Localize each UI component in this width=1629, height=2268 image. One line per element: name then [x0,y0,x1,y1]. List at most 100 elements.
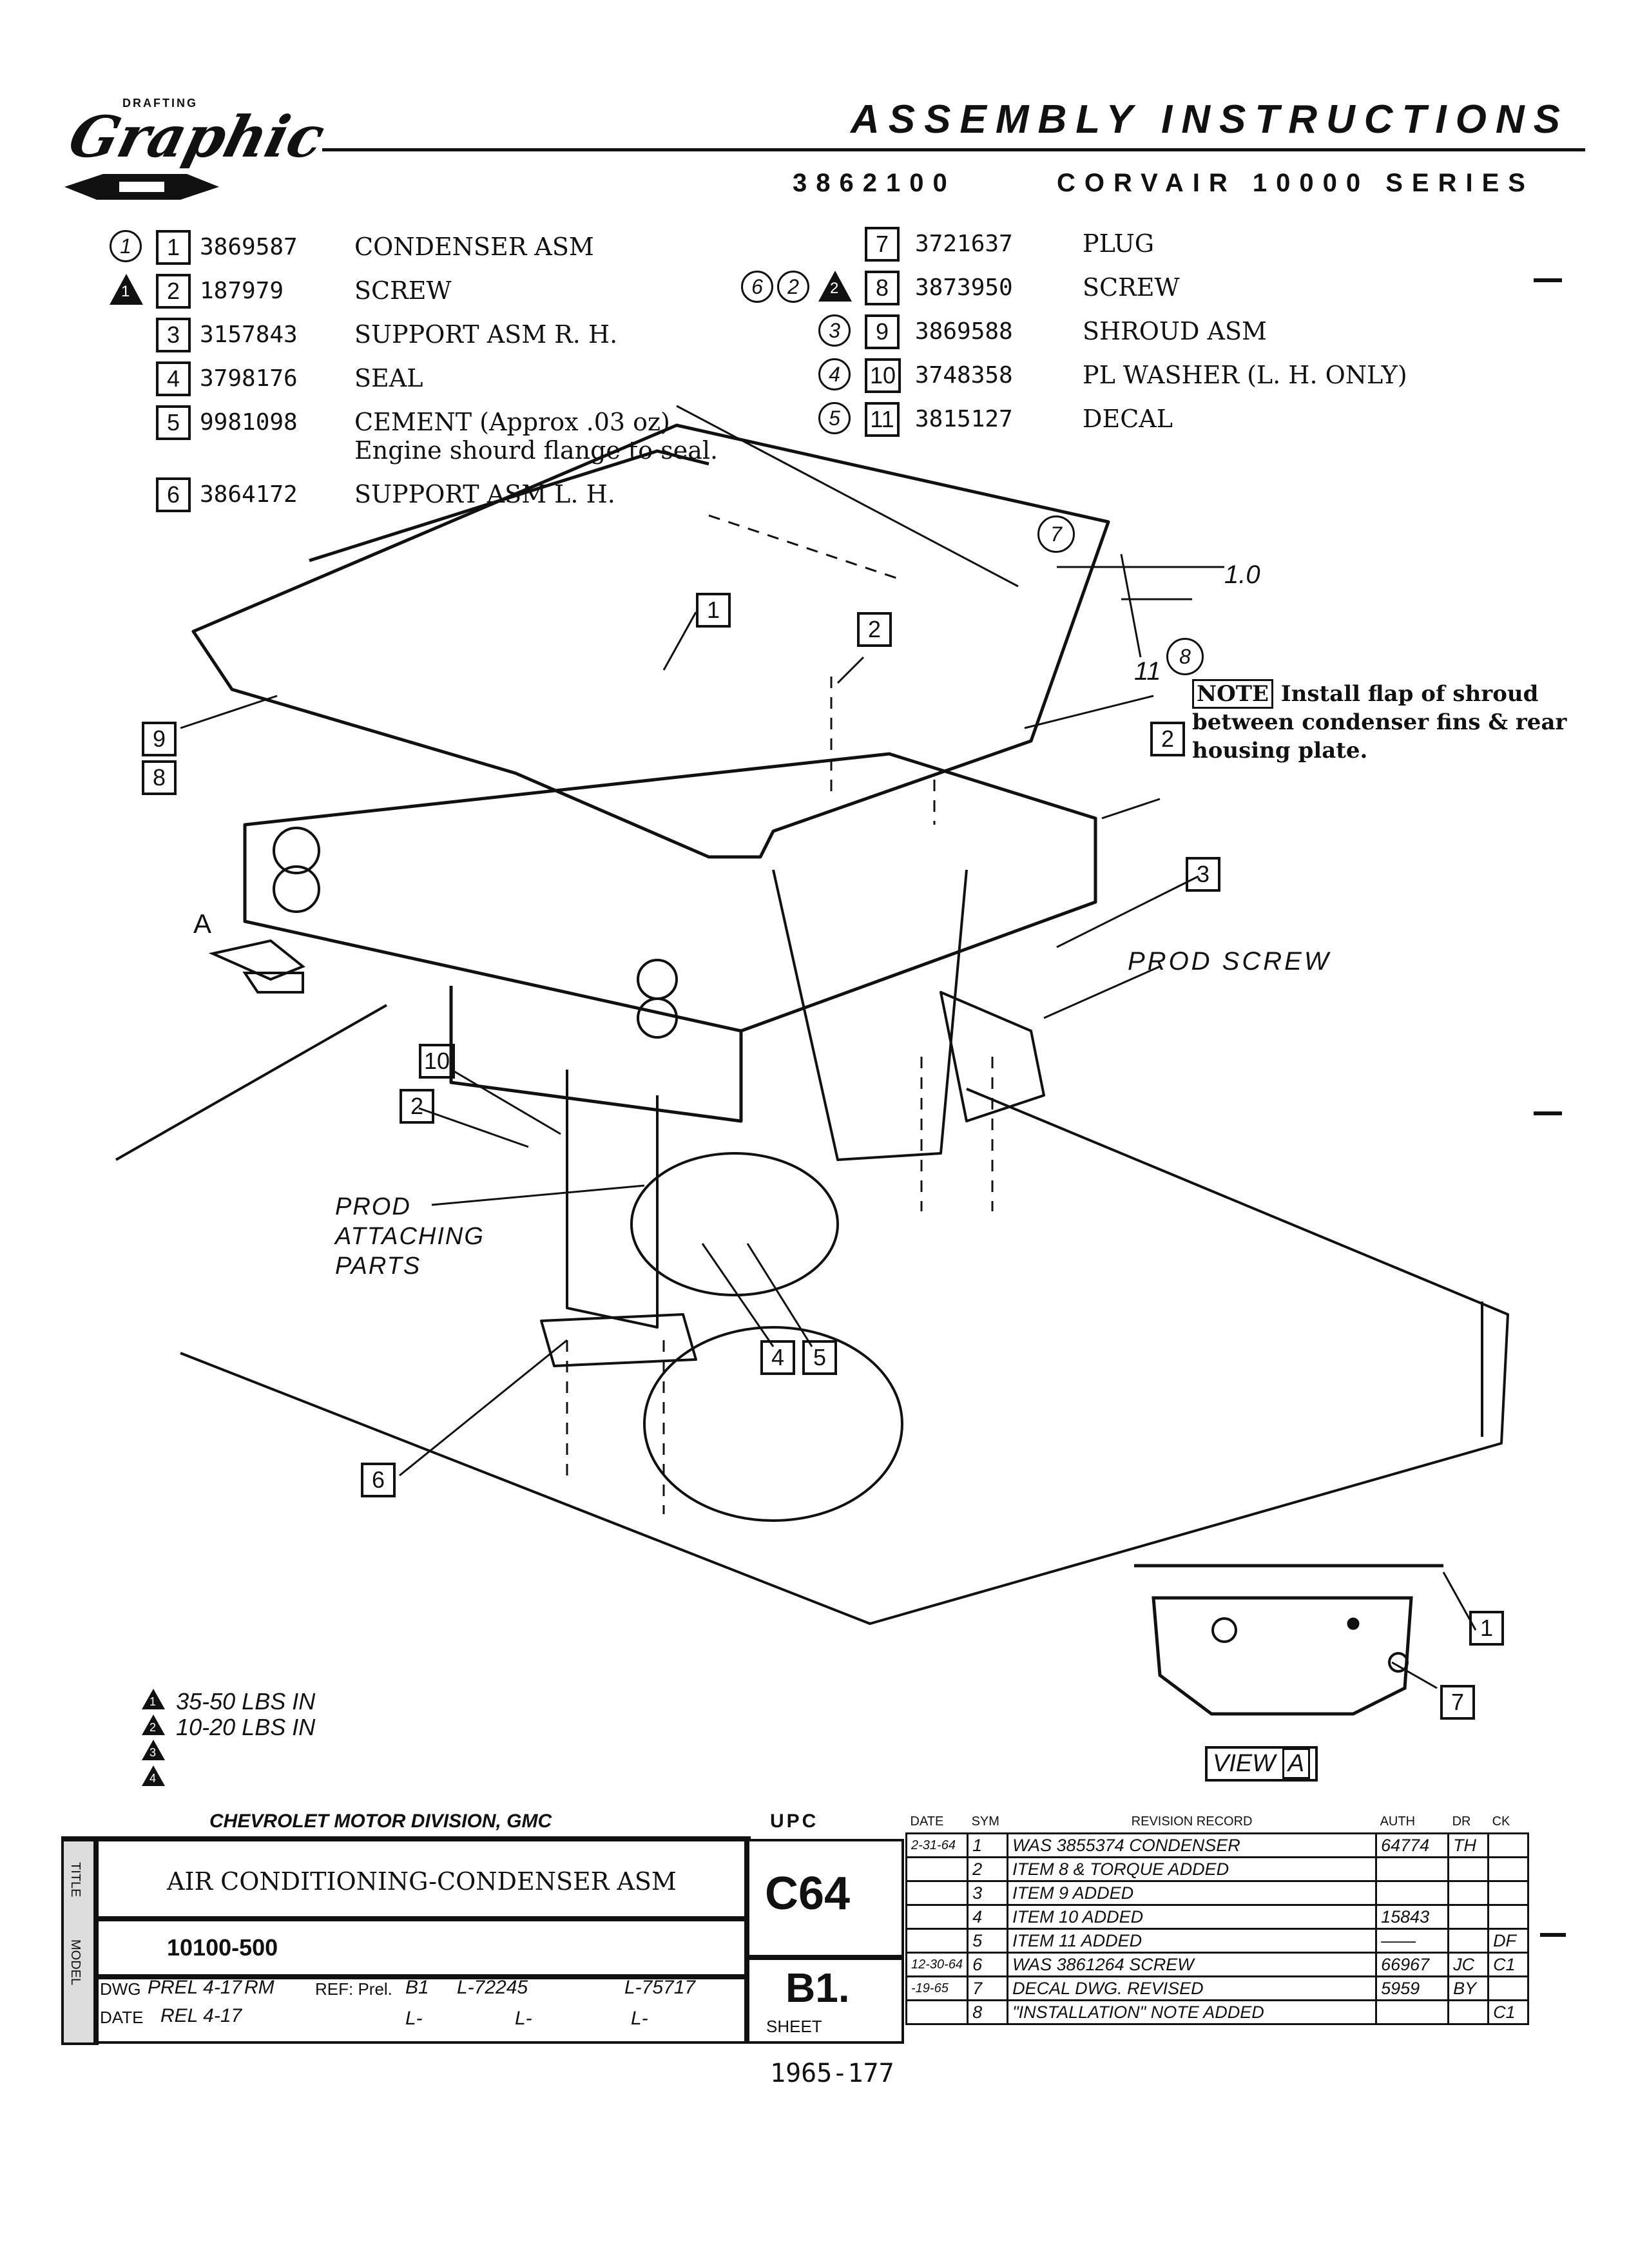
ref-l1: L-72245 [457,1977,528,1998]
torque-row: 4 [142,1765,315,1791]
part-number: 3873950 [915,274,1013,301]
part-number: 187979 [200,278,284,304]
rev-ck: DF [1487,1928,1530,1954]
callout-2: 2 [400,1089,434,1124]
rev-date [905,1856,969,1882]
title-side-label: TITLE [68,1862,82,1898]
callout-3: 3 [1186,857,1220,892]
part-number: 9981098 [200,409,298,436]
list-item: 4 10 3748358 PL WASHER (L. H. ONLY) [741,357,1579,396]
part-name: PL WASHER (L. H. ONLY) [1083,361,1407,389]
part-name: SUPPORT ASM R. H. [354,320,618,349]
torque-value: 10-20 LBS IN [176,1714,316,1740]
callout-9: 9 [142,722,177,756]
part-number: 3869587 [200,234,298,260]
view-a-arrow-label: A [193,908,212,939]
list-item: 4 3798176 SEAL [110,360,754,399]
torque-row: 1 35-50 LBS IN [142,1688,315,1715]
upc-code: C64 [765,1868,851,1919]
code-cell: B1. SHEET [744,1955,904,2044]
list-item: 5 9981098 CEMENT (Approx .03 oz) Engine … [110,404,754,468]
rev-ck [1487,1856,1530,1882]
note-tag: NOTE [1192,679,1273,709]
view-callout-1: 1 [1469,1611,1504,1646]
part-name: SCREW [354,276,452,305]
revision-mark: 1 [110,230,142,262]
torque-triangle: 2 [818,271,852,302]
header-rule [322,148,1585,151]
item-number: 6 [156,477,191,512]
item-number: 1 [156,230,191,265]
torque-row: 3 [142,1740,315,1765]
list-item: 7 3721637 PLUG [741,226,1579,264]
torque-triangle-number: 2 [830,280,839,297]
rev-dr [1447,1928,1490,1954]
view-a-label: VIEW A [1205,1746,1318,1782]
item-number: 4 [156,361,191,396]
item-number: 11 [865,402,900,437]
drawing-title: AIR CONDITIONING-CONDENSER ASM [167,1867,677,1896]
callout-1: 1 [696,593,731,628]
item-number: 2 [156,274,191,309]
ref-label: REF: Prel. [315,1979,392,1999]
callout-8-circle: 8 [1166,638,1204,675]
rev-record: ITEM 9 ADDED [1007,1880,1378,1906]
revision-mark: 5 [818,402,851,434]
callout-11: 11 [1134,657,1161,686]
torque-triangle: 1 [110,274,143,305]
item-number: 8 [865,271,900,305]
view-label: VIEW [1213,1750,1276,1777]
rev-dr [1447,1880,1490,1906]
callout-6: 6 [361,1463,396,1497]
rev-record: WAS 3855374 CONDENSER [1007,1832,1378,1858]
revision-record: DATE SYM REVISION RECORD AUTH DR CK 2-31… [905,1811,1550,2025]
rev-auth: 64774 [1375,1832,1450,1858]
callout-4: 4 [760,1340,795,1375]
torque-triangle: 4 [142,1765,165,1786]
prod-attaching-parts-label: PROD ATTACHING PARTS [335,1193,485,1280]
margin-tick [1534,1111,1562,1115]
logo: DRAFTING Graphic [58,97,331,206]
rev-sym: 7 [967,1975,1009,2001]
rev-record: "INSTALLATION" NOTE ADDED [1007,1999,1378,2025]
rev-auth: 15843 [1375,1904,1450,1930]
callout-2: 2 [1150,722,1185,756]
callout-8: 8 [142,760,177,795]
chevrolet-bowtie-icon [64,174,219,200]
part-number: 3864172 [200,481,298,508]
rev-auth: 66967 [1375,1952,1450,1977]
part-name: PLUG [1083,229,1155,258]
part-name: SHROUD ASM [1083,317,1267,345]
ref-l4: L- [515,2008,532,2029]
rev-date: 12-30-64 [905,1952,969,1977]
rev-dr [1447,1999,1490,2025]
title-cell: AIR CONDITIONING-CONDENSER ASM [93,1839,749,1921]
column-header: CK [1492,1814,1510,1829]
page-reference: 1965-177 [770,2059,894,2088]
rev-sym: 6 [967,1952,1009,1977]
dwg-cell: DWG PREL 4-17 RM DATE REL 4-17 REF: Prel… [93,1974,749,2044]
rev-ck [1487,1904,1530,1930]
callout-7: 7 [1037,515,1075,553]
group-code: B1. [786,1965,850,2011]
ref-l5: L- [631,2008,648,2029]
rev-sym: 4 [967,1904,1009,1930]
list-item: 3 9 3869588 SHROUD ASM [741,313,1579,352]
model-side-label: MODEL [68,1939,82,1986]
ref-l3: L- [405,2008,423,2029]
torque-legend: 1 35-50 LBS IN 2 10-20 LBS IN 3 4 [142,1688,315,1791]
document-number: 3862100 [793,169,956,197]
division-bar: CHEVROLET MOTOR DIVISION, GMC [61,1811,751,1839]
part-name: CEMENT (Approx .03 oz) [354,408,670,436]
column-header: DR [1452,1814,1471,1829]
rev-auth [1375,1880,1450,1906]
view-letter: A [1282,1748,1311,1779]
part-number: 3798176 [200,365,298,392]
list-item: 1 1 3869587 CONDENSER ASM [110,229,754,267]
rev-ck [1487,1975,1530,2001]
